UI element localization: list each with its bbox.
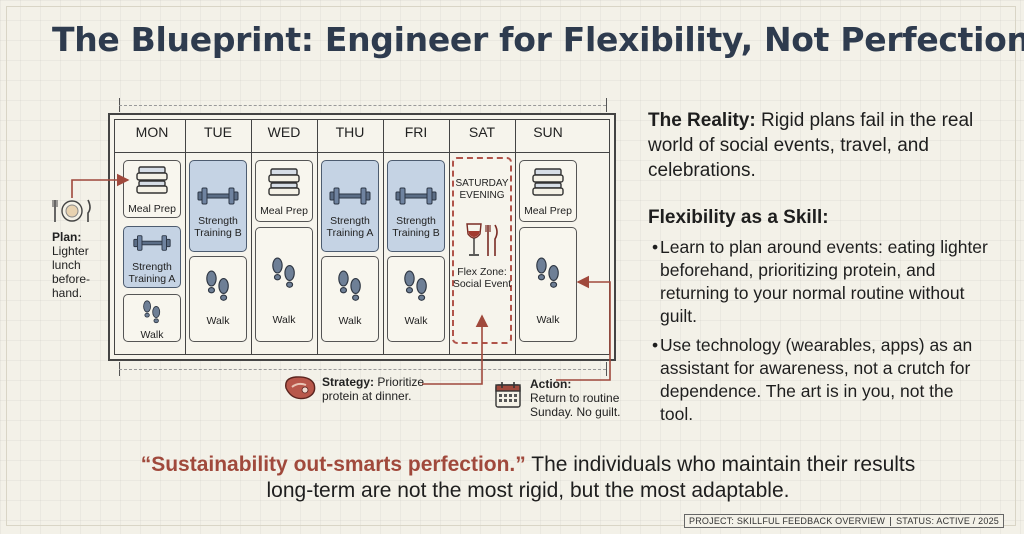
reality-block: The Reality: Rigid plans fail in the rea…	[648, 108, 988, 183]
calendar-inner-border	[114, 119, 610, 355]
bullet-dot: •	[652, 335, 659, 355]
strategy-text-line1: Prioritize	[377, 375, 425, 389]
action-text-line1: Return to routine	[530, 391, 620, 405]
wed-walk-card: Walk	[255, 227, 313, 342]
day-header-sun: SUN	[533, 124, 563, 140]
footer-project: PROJECT: SKILLFUL FEEDBACK OVERVIEW	[689, 516, 886, 526]
reality-label: The Reality:	[648, 110, 756, 131]
wed-meal-prep-card: Meal Prep	[255, 160, 313, 222]
steak-icon	[285, 376, 316, 400]
sun-meal-prep-card: Meal Prep	[519, 160, 577, 222]
bullet-item: • Use technology (wearables, apps) as an…	[652, 334, 990, 426]
mon-meal-prep-card: Meal Prep	[123, 160, 181, 218]
calendar-icon	[495, 382, 521, 408]
page-title: The Blueprint: Engineer for Flexibility,…	[52, 20, 1024, 59]
card-label: Walk	[404, 315, 428, 327]
reality-text: Rigid plans fail in the real world of so…	[648, 110, 974, 181]
card-label: Strength Training A	[326, 215, 374, 239]
card-label: Strength Training A	[128, 261, 176, 285]
fri-strength-card: Strength Training B	[387, 160, 445, 252]
action-text-line2: Sunday. No guilt.	[530, 405, 621, 419]
footer-divider	[890, 517, 892, 527]
tue-walk-card: Walk	[189, 256, 247, 342]
flexibility-heading: Flexibility as a Skill:	[648, 207, 829, 228]
card-label: Walk	[536, 314, 560, 326]
day-header-wed: WED	[267, 124, 301, 140]
column-divider	[449, 119, 450, 355]
card-label: Walk	[140, 329, 164, 341]
bullet-dot: •	[652, 237, 659, 257]
day-header-thu: THU	[335, 124, 365, 140]
card-label: Strength Training B	[194, 215, 242, 239]
dimension-tick-right-top	[606, 98, 607, 112]
day-header-fri: FRI	[404, 124, 428, 140]
bullet-text: Learn to plan around events: eating ligh…	[660, 237, 988, 326]
page-frame	[6, 6, 1016, 526]
column-divider	[185, 119, 186, 355]
card-label: Walk	[338, 315, 362, 327]
card-label: Walk	[206, 315, 230, 327]
calendar-header-divider	[114, 152, 610, 153]
closing-quote: “Sustainability out-smarts perfection.” …	[128, 452, 928, 504]
dimension-tick-right-bottom	[606, 362, 607, 376]
plate-fork-knife-icon	[52, 199, 91, 222]
card-label: Meal Prep	[260, 205, 308, 217]
fri-walk-card: Walk	[387, 256, 445, 342]
wine-and-utensils-icon	[466, 223, 498, 256]
footer-status: STATUS: ACTIVE / 2025	[896, 516, 999, 526]
plan-label: Plan:	[52, 230, 82, 244]
day-header-sat: SAT	[468, 124, 496, 140]
footer-status-bar: PROJECT: SKILLFUL FEEDBACK OVERVIEW STATU…	[684, 514, 1004, 529]
tue-strength-card: Strength Training B	[189, 160, 247, 252]
column-divider	[251, 119, 252, 355]
card-label: Strength Training B	[392, 215, 440, 239]
flex-zone-label: Flex Zone: Social Event	[452, 266, 512, 290]
plan-text: Lighter lunch before-hand.	[52, 244, 91, 300]
strategy-text-line2: protein at dinner.	[322, 389, 412, 403]
strategy-annotation: Strategy: Prioritize protein at dinner.	[322, 375, 432, 403]
day-header-mon: MON	[135, 124, 169, 140]
mon-walk-card: Walk	[123, 294, 181, 342]
card-label: Meal Prep	[128, 203, 176, 215]
action-label: Action:	[530, 377, 572, 391]
column-divider	[317, 119, 318, 355]
quote-highlight: “Sustainability out-smarts perfection.”	[140, 453, 526, 476]
column-divider	[383, 119, 384, 355]
dimension-line-top	[119, 105, 606, 106]
bullet-item: • Learn to plan around events: eating li…	[652, 236, 990, 328]
strategy-label: Strategy:	[322, 375, 375, 389]
saturday-evening-label: SATURDAY EVENING	[455, 178, 509, 201]
quote-text: The individuals who maintain their resul…	[266, 453, 916, 502]
column-divider	[515, 119, 516, 355]
mon-strength-card: Strength Training A	[123, 226, 181, 288]
card-label: Meal Prep	[524, 205, 572, 217]
card-label: Walk	[272, 314, 296, 326]
thu-strength-card: Strength Training A	[321, 160, 379, 252]
thu-walk-card: Walk	[321, 256, 379, 342]
day-header-tue: TUE	[204, 124, 232, 140]
dimension-line-bottom	[119, 369, 606, 370]
bullet-text: Use technology (wearables, apps) as an a…	[660, 335, 973, 424]
